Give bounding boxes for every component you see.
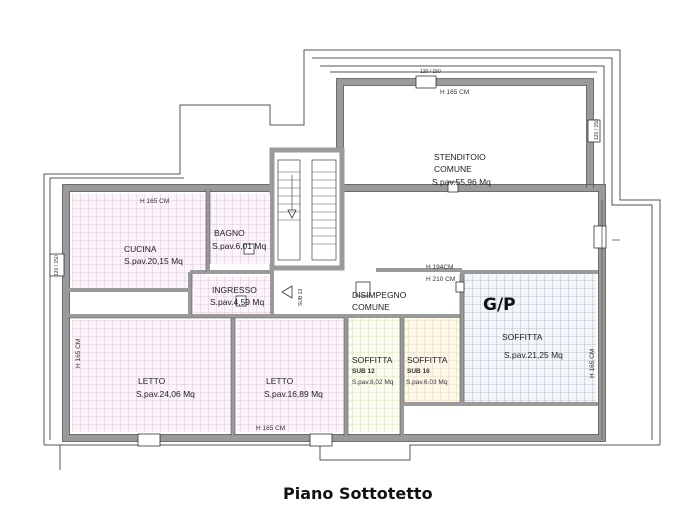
stairwell [269,147,345,271]
soffitta-12-area: S.pav.8,02 Mq [352,379,394,386]
letto-2-name: LETTO [266,376,294,386]
disimpegno-name-1: DISIMPEGNO [352,290,407,300]
soffitta-12-sub: SUB 12 [352,368,375,375]
height-label-top-left: H 165 CM [140,198,169,205]
bagno-name: BAGNO [214,228,245,238]
entrance-arrow-icon [281,285,293,299]
soffitta-big-area: S.pav.21,25 Mq [504,350,563,360]
gp-marker: G/P [483,295,516,315]
height-label-right: H 165 CM [589,349,596,378]
room-soffitta-12-floor [348,318,400,432]
soffitta-16-name: SOFFITTA [407,355,448,365]
room-cucina-floor [72,194,206,288]
sub-13-label: SUB 13 [298,289,304,306]
room-ingresso-floor [194,276,270,314]
plan-title: Piano Sottotetto [283,484,433,503]
ingresso-area: S.pav.4,59 Mq [210,297,264,307]
height-label-top: H 165 CM [440,89,469,96]
cucina-name: CUCINA [124,244,157,254]
room-letto-2-floor [236,320,344,432]
right-extension [601,200,620,440]
letto-1-name: LETTO [138,376,166,386]
height-label-bottom: H 165 CM [256,425,285,432]
window-label-left: 120 / 150 [54,255,60,276]
stenditoio-area: S.pav.55,96 Mq [432,177,491,187]
height-label-210: H 210 CM [426,276,455,283]
disimpegno-name-2: COMUNE [352,302,390,312]
interior-wall-lines [68,190,465,436]
window-label-top: 120 / 150 [420,69,441,75]
openings [49,75,607,447]
ingresso-name: INGRESSO [212,285,257,295]
interior-walls [68,190,598,436]
stenditoio-name-1: STENDITOIO [434,152,486,162]
cucina-area: S.pav.20,15 Mq [124,256,183,266]
room-bagno-floor [210,194,270,264]
height-label-194: H 194CM [426,264,453,271]
window-label-right: 120 / 150 [594,119,600,140]
soffitta-12-name: SOFFITTA [352,355,393,365]
soffitta-16-sub: SUB 16 [407,368,430,375]
stenditoio-name-2: COMUNE [434,164,472,174]
outer-outline [43,49,661,470]
letto-2-area: S.pav.16,89 Mq [264,389,323,399]
letto-1-area: S.pav.24,06 Mq [136,389,195,399]
soffitta-big-name: SOFFITTA [502,332,543,342]
room-soffitta-big-floor [464,274,596,402]
room-letto-1-floor [72,320,230,432]
bagno-area: S.pav.6,01 Mq [212,241,266,251]
room-soffitta-16-floor [404,318,460,402]
soffitta-16-area: S.pav.6.03 Mq [406,379,448,386]
height-label-left: H 165 CM [75,339,82,368]
